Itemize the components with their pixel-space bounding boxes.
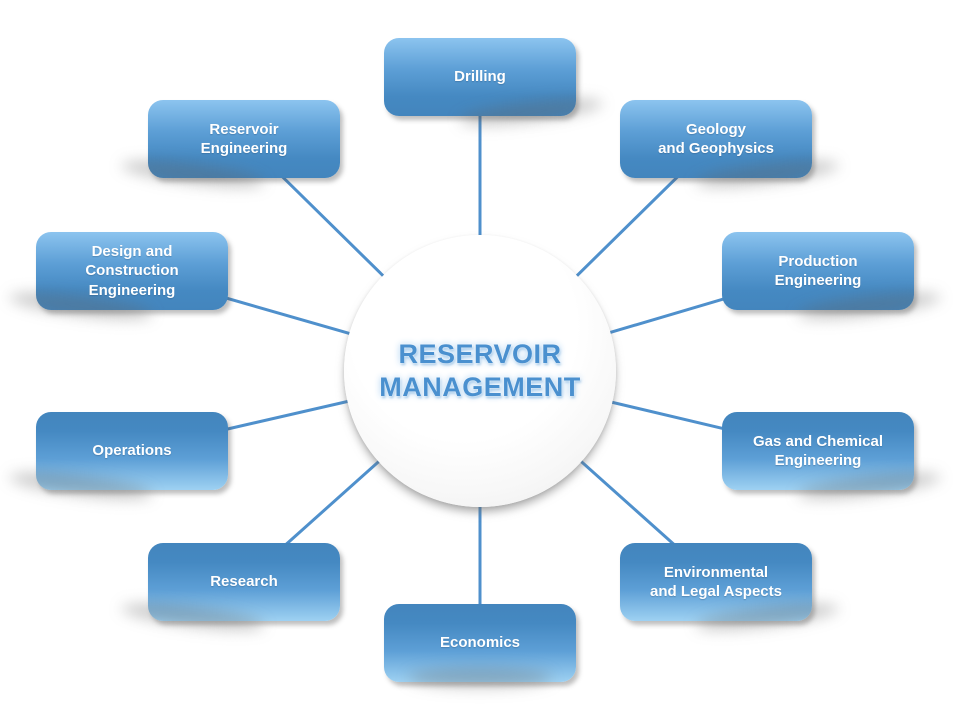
- node-environmental-legal: Environmental and Legal Aspects: [620, 543, 812, 621]
- node-research: Research: [148, 543, 340, 621]
- hub-reservoir-management: RESERVOIR MANAGEMENT: [344, 235, 616, 507]
- node-operations: Operations: [36, 412, 228, 490]
- node-operations-label: Operations: [92, 442, 172, 460]
- node-reservoir-engineering: Reservoir Engineering: [148, 100, 340, 178]
- node-gas-chemical-engineering: Gas and Chemical Engineering: [722, 412, 914, 490]
- node-economics: Economics: [384, 604, 576, 682]
- node-research-label: Research: [210, 573, 278, 591]
- hub-label: RESERVOIR MANAGEMENT: [379, 339, 581, 402]
- node-geology-geophysics-label: Geology and Geophysics: [658, 120, 774, 158]
- node-production-engineering: Production Engineering: [722, 232, 914, 310]
- node-environmental-legal-label: Environmental and Legal Aspects: [650, 563, 782, 601]
- node-reservoir-engineering-label: Reservoir Engineering: [200, 120, 288, 158]
- node-gas-chemical-engineering-label: Gas and Chemical Engineering: [752, 432, 884, 470]
- node-design-construction-label: Design and Construction Engineering: [85, 242, 179, 299]
- node-geology-geophysics: Geology and Geophysics: [620, 100, 812, 178]
- node-production-engineering-label: Production Engineering: [774, 252, 862, 290]
- node-drilling: Drilling: [384, 38, 576, 116]
- node-economics-label: Economics: [439, 634, 521, 652]
- node-design-construction: Design and Construction Engineering: [36, 232, 228, 310]
- node-drilling-label: Drilling: [454, 68, 506, 86]
